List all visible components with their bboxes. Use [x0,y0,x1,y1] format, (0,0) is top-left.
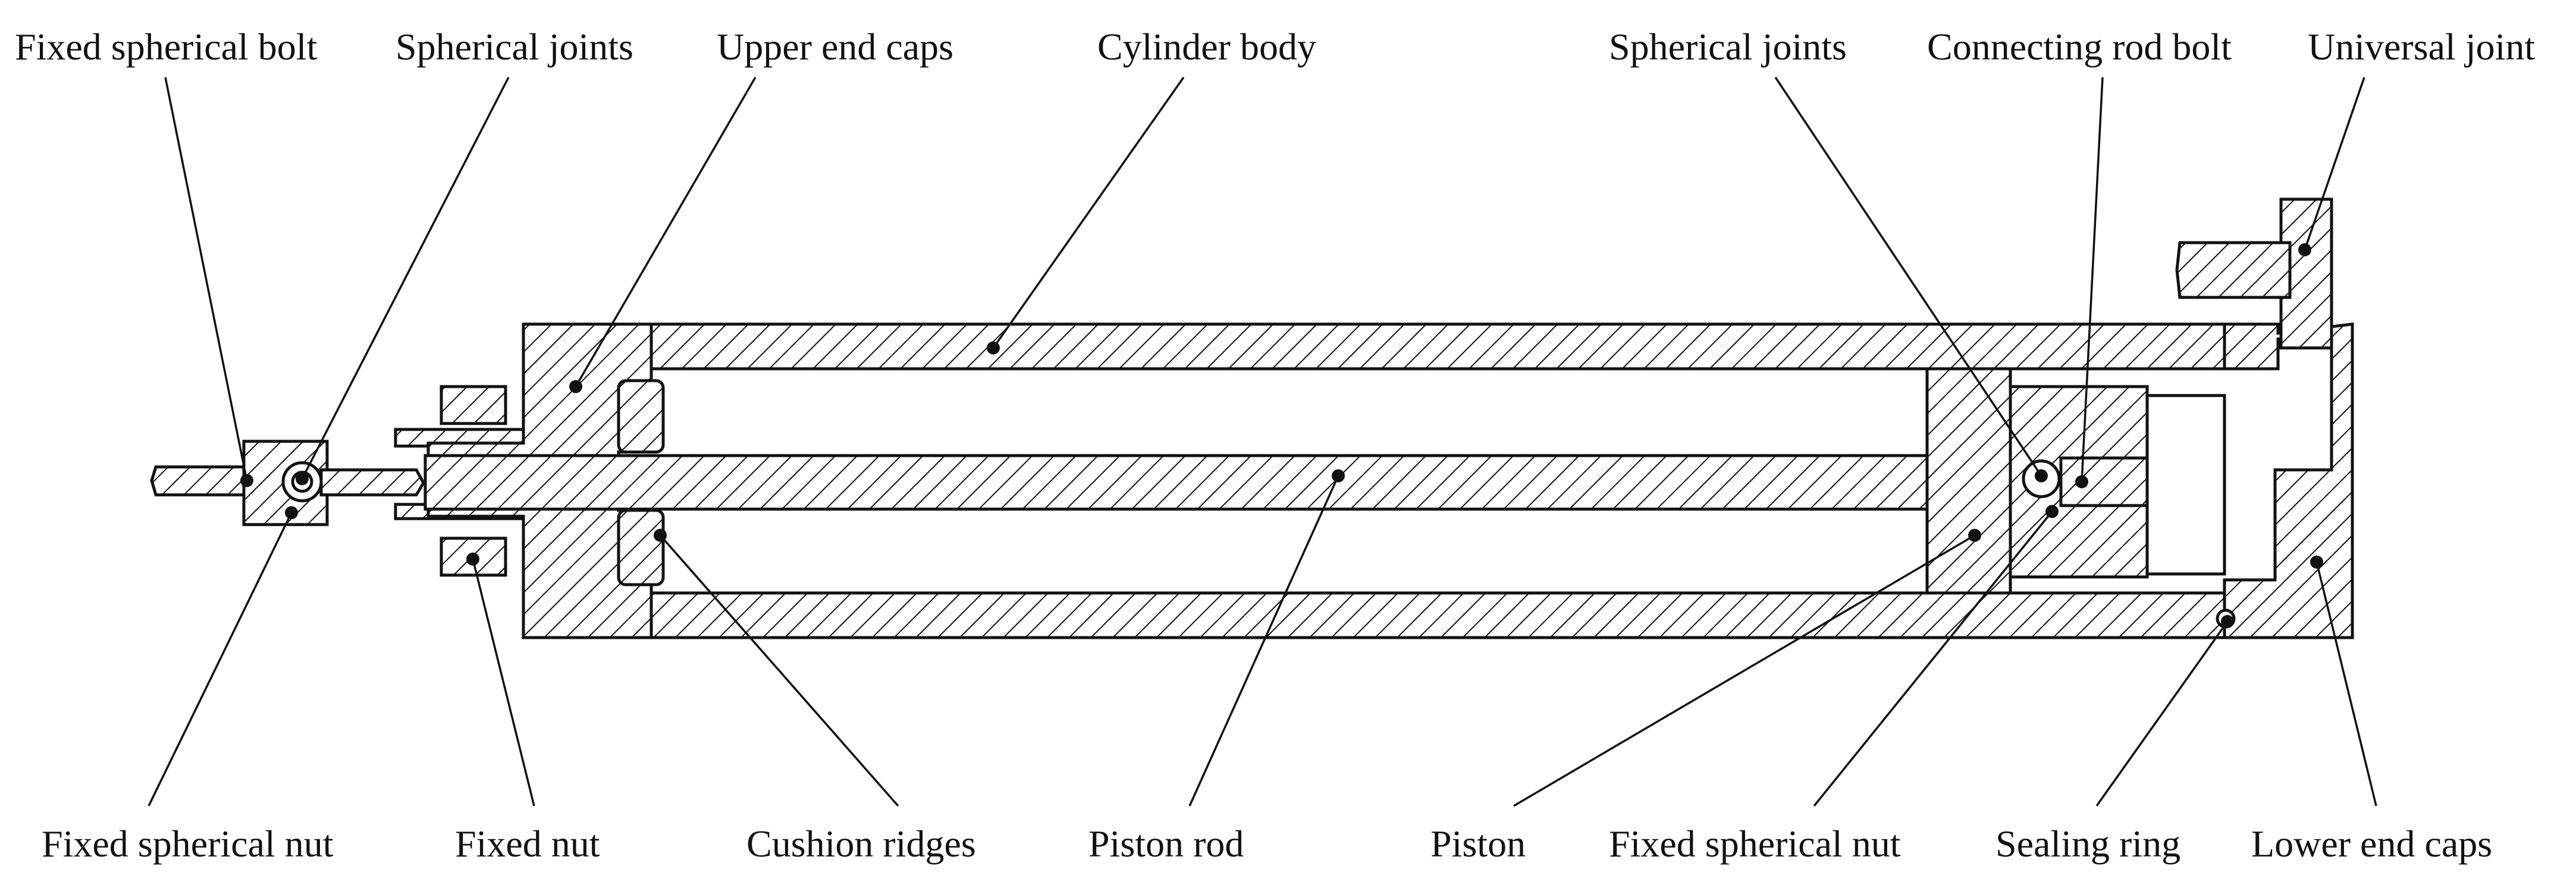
fixed-spherical-bolt-part [150,465,249,497]
leader-dots [240,243,2323,628]
top-labels: Fixed spherical bolt Spherical joints Up… [15,26,2535,68]
bottom-labels: Fixed spherical nut Fixed nut Cushion ri… [42,823,2492,865]
label-fixed-spherical-bolt: Fixed spherical bolt [15,26,318,68]
label-fixed-spherical-nut-right: Fixed spherical nut [1609,823,1901,865]
piston-rod [423,454,1985,511]
cylinder-wall-top [650,322,2226,371]
label-sealing-ring: Sealing ring [1995,823,2180,865]
universal-joint-nozzle [2175,241,2292,299]
label-universal-joint: Universal joint [2308,26,2535,68]
label-cylinder-body: Cylinder body [1097,26,1316,68]
cylinder-assembly [423,197,2354,639]
label-piston-rod: Piston rod [1088,823,1244,865]
label-lower-end-caps: Lower end caps [2251,823,2492,865]
label-spherical-joints-left: Spherical joints [396,26,633,68]
piston-head-plate [2145,394,2226,576]
left-rod-link [319,468,425,497]
label-fixed-nut: Fixed nut [455,823,600,865]
label-fixed-spherical-nut-left: Fixed spherical nut [42,823,334,865]
cushion-ridge-upper [617,379,665,454]
cushion-ridge-lower [617,509,665,586]
label-cushion-ridges: Cushion ridges [746,823,976,865]
leader-lines [148,76,2377,807]
label-upper-end-caps: Upper end caps [717,26,953,68]
label-connecting-rod-bolt: Connecting rod bolt [1927,26,2232,68]
label-spherical-joints-right: Spherical joints [1609,26,1847,68]
label-piston: Piston [1430,823,1526,865]
lower-end-cap [2223,322,2354,639]
piston [1925,367,2012,595]
fixed-nut-upper [440,385,507,425]
cylinder-wall-bottom [650,591,2226,639]
